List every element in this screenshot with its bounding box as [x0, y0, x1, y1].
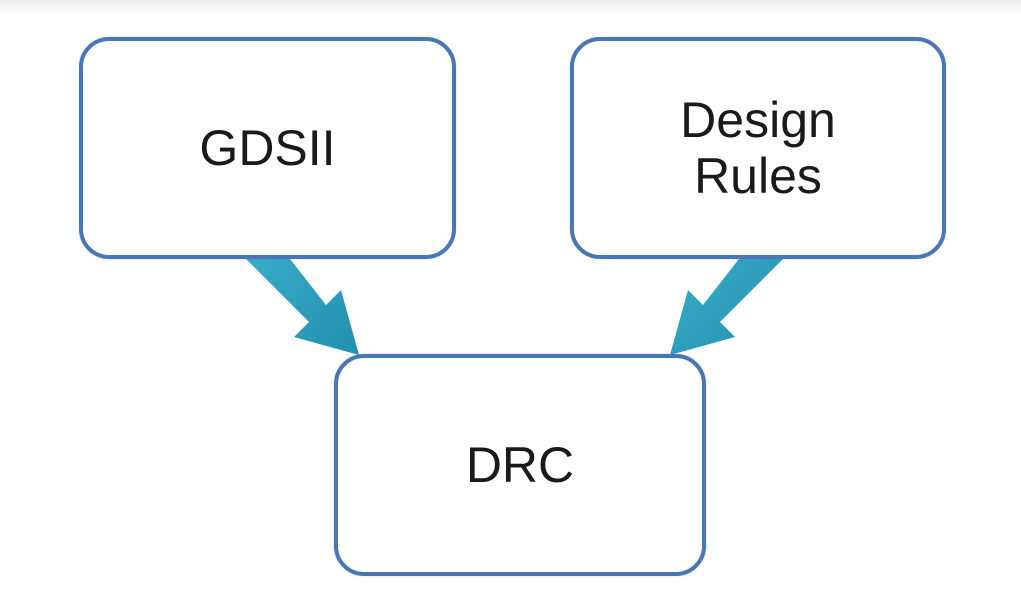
design-rules-label-line-1: Design [680, 92, 836, 148]
arrow-rules-to-drc [670, 232, 785, 355]
drc-label-line: DRC [465, 437, 575, 493]
slide-top-fade [0, 0, 1021, 14]
arrow-gdsii-to-drc [244, 232, 359, 355]
design-rules-label: Design Rules [680, 92, 836, 204]
gdsii-label: GDSII [199, 120, 335, 176]
gdsii-box: GDSII [79, 37, 456, 259]
drc-box: DRC [334, 354, 706, 576]
drc-label: DRC [466, 437, 574, 493]
gdsii-label-line: GDSII [199, 120, 336, 176]
design-rules-box: Design Rules [570, 37, 946, 259]
design-rules-label-line-2: Rules [694, 148, 822, 204]
